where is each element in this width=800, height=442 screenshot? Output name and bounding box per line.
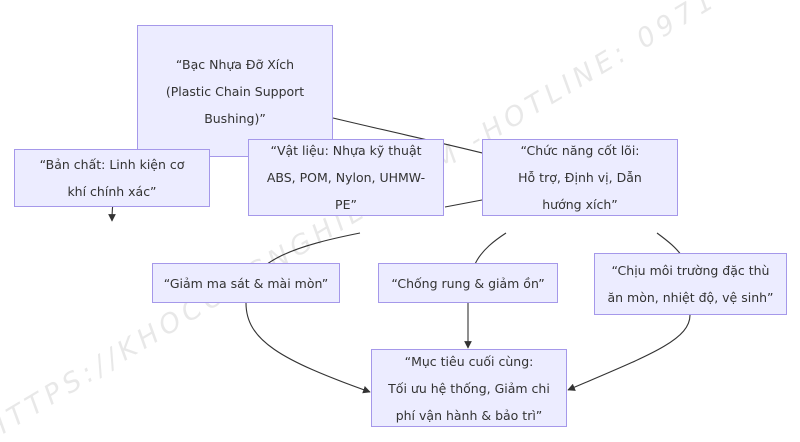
node-function[interactable]: “Chức năng cốt lõi: Hỗ trợ, Định vị, Dẫn… xyxy=(482,139,678,216)
node-label: “Chịu môi trường đặc thù ăn mòn, nhiệt đ… xyxy=(607,263,774,305)
node-material[interactable]: “Vật liệu: Nhựa kỹ thuật ABS, POM, Nylon… xyxy=(248,139,444,216)
node-nature[interactable]: “Bản chất: Linh kiện cơ khí chính xác” xyxy=(14,149,210,207)
node-label: “Chức năng cốt lõi: Hỗ trợ, Định vị, Dẫn… xyxy=(518,143,642,212)
node-label: “Chống rung & giảm ồn” xyxy=(391,275,545,291)
node-label: “Giảm ma sát & mài mòn” xyxy=(163,275,329,291)
node-friction[interactable]: “Giảm ma sát & mài mòn” xyxy=(152,263,340,303)
edge-environment-goal xyxy=(567,314,691,391)
edge-friction-goal xyxy=(245,302,371,394)
node-label: “Mục tiêu cuối cùng: Tối ưu hệ thống, Gi… xyxy=(388,353,550,423)
node-root[interactable]: “Bạc Nhựa Đỡ Xích (Plastic Chain Support… xyxy=(137,25,333,157)
node-environment[interactable]: “Chịu môi trường đặc thù ăn mòn, nhiệt đ… xyxy=(594,253,787,315)
node-goal[interactable]: “Mục tiêu cuối cùng: Tối ưu hệ thống, Gi… xyxy=(371,349,567,427)
node-label: “Bạc Nhựa Đỡ Xích (Plastic Chain Support… xyxy=(165,56,305,126)
node-label: “Vật liệu: Nhựa kỹ thuật ABS, POM, Nylon… xyxy=(266,143,426,212)
node-label: “Bản chất: Linh kiện cơ khí chính xác” xyxy=(39,157,185,199)
node-vibration[interactable]: “Chống rung & giảm ồn” xyxy=(378,263,558,303)
